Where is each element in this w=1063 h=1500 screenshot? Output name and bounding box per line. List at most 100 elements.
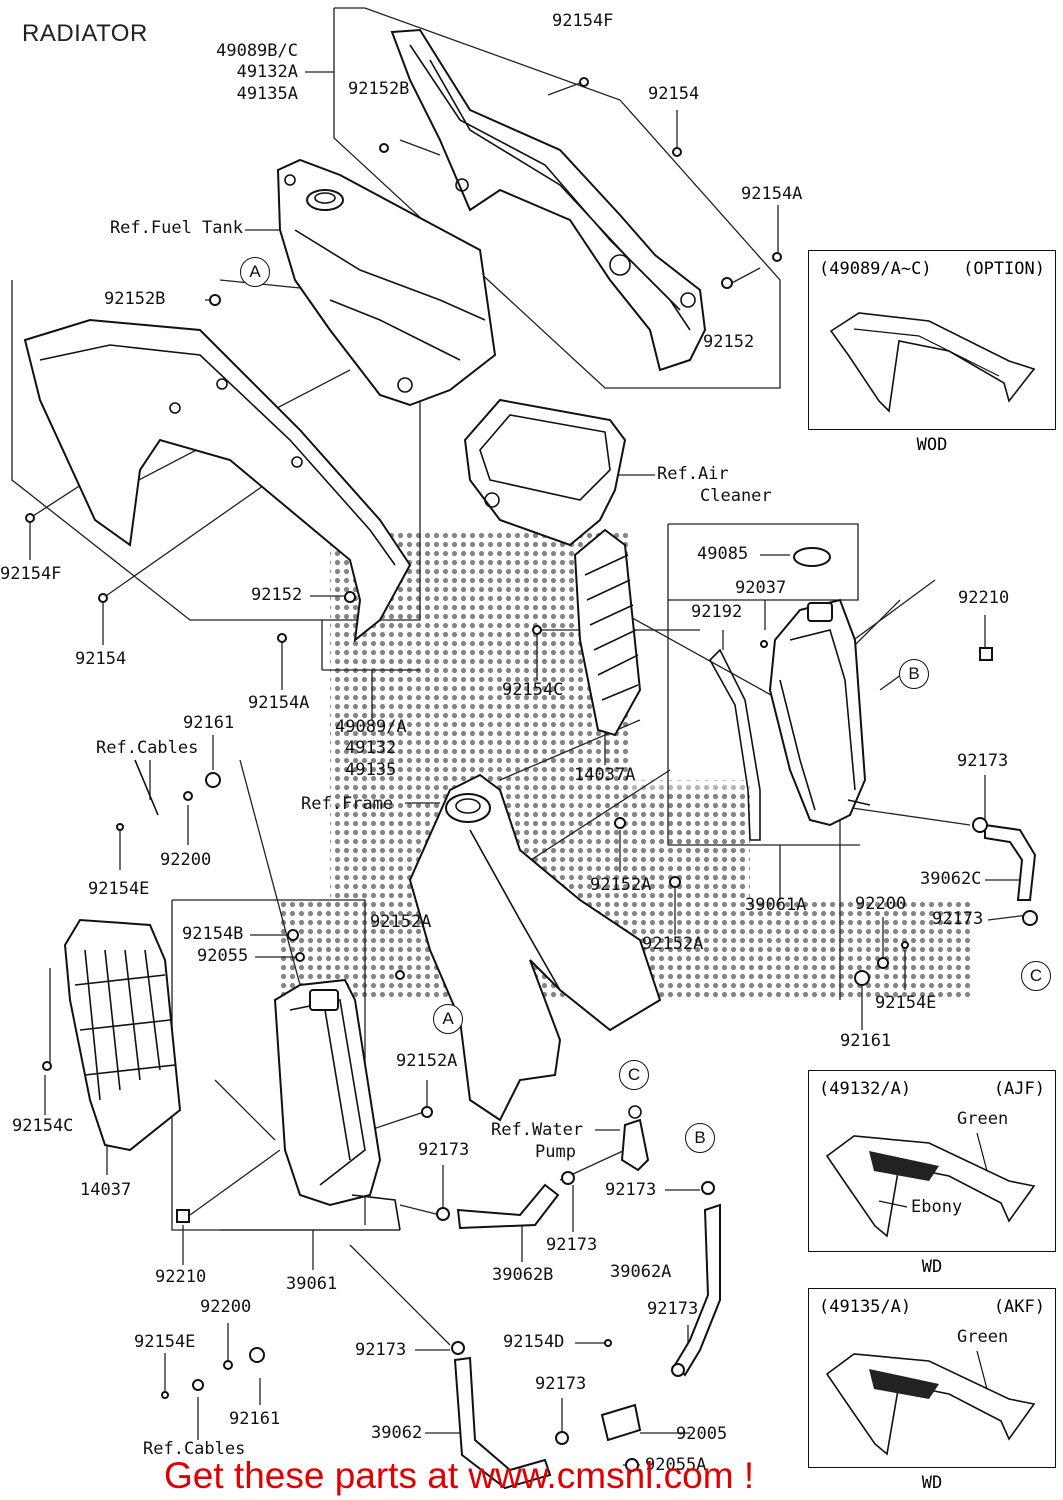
part-label: 49135A bbox=[236, 84, 298, 104]
inset-header: (49132/A) bbox=[819, 1079, 912, 1099]
callout-a: A bbox=[433, 1004, 463, 1034]
part-label: 92154C bbox=[12, 1116, 74, 1136]
part-label: 92192 bbox=[691, 602, 743, 622]
part-label: 92152A bbox=[642, 934, 704, 954]
part-label: 49085 bbox=[697, 544, 749, 564]
left-shroud bbox=[23, 318, 412, 643]
inset-caption: WD bbox=[921, 1473, 943, 1493]
water-pump-fitting bbox=[620, 1105, 650, 1172]
part-label: 92154 bbox=[75, 649, 127, 669]
part-label: 92154 bbox=[648, 84, 700, 104]
part-label: 92005 bbox=[676, 1424, 728, 1444]
joint-92005 bbox=[600, 1403, 642, 1442]
inset-header: (49135/A) bbox=[819, 1297, 912, 1317]
part-label: Ref.Cables bbox=[143, 1439, 246, 1459]
promo-link[interactable]: Get these parts at www.cmsnl.com ! bbox=[164, 1455, 755, 1496]
shroud-illustration bbox=[825, 1350, 1036, 1456]
inset-header-variant: (AJF) bbox=[993, 1079, 1045, 1099]
part-label: 92200 bbox=[855, 894, 907, 914]
inset-header: (49089/A~C) bbox=[819, 259, 932, 279]
callout-c: C bbox=[619, 1060, 649, 1090]
part-label: Ref.Water bbox=[491, 1120, 584, 1140]
part-label: Ref.Frame bbox=[301, 794, 394, 814]
part-label: 92152A bbox=[590, 875, 652, 895]
part-label: 92152 bbox=[251, 585, 303, 605]
part-label: 92154C bbox=[502, 680, 564, 700]
part-label: 92154B bbox=[182, 924, 244, 944]
part-label: 92173 bbox=[535, 1374, 587, 1394]
part-label: 92152A bbox=[370, 912, 432, 932]
inset-wod: (49089/A~C) (OPTION) WOD bbox=[808, 250, 1056, 455]
part-label: Pump bbox=[535, 1142, 576, 1162]
part-label: 14037A bbox=[574, 765, 636, 785]
fuel-tank bbox=[276, 158, 497, 407]
part-label: 92154F bbox=[0, 564, 62, 584]
color-label-ebony: Ebony bbox=[911, 1197, 963, 1217]
part-label: 92210 bbox=[958, 588, 1010, 608]
part-label: 92173 bbox=[355, 1340, 407, 1360]
part-label: 92152A bbox=[396, 1051, 458, 1071]
part-label: 92173 bbox=[647, 1299, 699, 1319]
callout-c: C bbox=[1021, 961, 1051, 991]
upper-shroud bbox=[390, 28, 707, 372]
part-label: 49132 bbox=[345, 738, 397, 758]
radiator-right bbox=[768, 547, 871, 827]
callout-a: A bbox=[240, 257, 270, 287]
hose-39062a bbox=[673, 1203, 721, 1377]
part-label: 39062B bbox=[492, 1265, 554, 1285]
part-label: 49089/A bbox=[335, 717, 407, 737]
hose-92192 bbox=[709, 648, 761, 841]
shroud-illustration bbox=[829, 312, 1036, 413]
part-label: 49089B/C bbox=[216, 41, 298, 61]
part-label: 92173 bbox=[605, 1180, 657, 1200]
inset-akf: (49135/A) (AKF) Green WD bbox=[808, 1288, 1056, 1493]
inset-ajf: (49132/A) (AJF) Green Ebony WD bbox=[808, 1070, 1056, 1277]
part-label: 92210 bbox=[155, 1267, 207, 1287]
part-label: 92161 bbox=[229, 1409, 281, 1429]
inset-header-option: (OPTION) bbox=[963, 259, 1045, 279]
inset-caption: WOD bbox=[916, 435, 948, 455]
radiator-guard-left bbox=[63, 918, 182, 1152]
page-title: RADIATOR bbox=[22, 20, 148, 47]
part-label: 92152B bbox=[104, 289, 166, 309]
part-label: 92055 bbox=[197, 946, 249, 966]
part-label: 92161 bbox=[840, 1031, 892, 1051]
part-label: 39062 bbox=[371, 1423, 423, 1443]
part-label: 92200 bbox=[160, 850, 212, 870]
part-label: 39061A bbox=[745, 895, 807, 915]
part-label: 92173 bbox=[932, 909, 984, 929]
part-label: 92154E bbox=[875, 993, 937, 1013]
part-label: 92173 bbox=[957, 751, 1009, 771]
part-label: 49132A bbox=[236, 62, 298, 82]
part-label: 92055A bbox=[645, 1455, 707, 1475]
part-label: 92037 bbox=[735, 578, 787, 598]
part-label: Ref.Air bbox=[657, 464, 729, 484]
part-label: 39062A bbox=[610, 1262, 672, 1282]
part-label: 92152 bbox=[703, 332, 755, 352]
hose-39062 bbox=[453, 1356, 552, 1490]
color-label-green: Green bbox=[957, 1327, 1009, 1347]
part-label: 39061 bbox=[286, 1274, 338, 1294]
part-label: 92173 bbox=[418, 1140, 470, 1160]
part-label: Cleaner bbox=[700, 486, 772, 506]
part-label: 39062C bbox=[920, 869, 982, 889]
callout-b: B bbox=[685, 1123, 715, 1153]
part-label: 92152B bbox=[348, 79, 410, 99]
part-label: Ref.Fuel Tank bbox=[109, 218, 243, 238]
part-label: 92173 bbox=[546, 1235, 598, 1255]
inset-header-variant: (AKF) bbox=[993, 1297, 1045, 1317]
part-label: 92154F bbox=[552, 11, 614, 31]
part-label: 92154D bbox=[503, 1332, 565, 1352]
hose-39062b bbox=[456, 1183, 560, 1230]
part-label: 92154A bbox=[248, 693, 310, 713]
callout-b: B bbox=[899, 659, 929, 689]
inset-caption: WD bbox=[921, 1257, 943, 1277]
part-label: 92200 bbox=[200, 1297, 252, 1317]
part-label: 92154A bbox=[741, 184, 803, 204]
part-label: 92161 bbox=[183, 713, 235, 733]
air-cleaner bbox=[463, 398, 627, 547]
part-label: Ref.Cables bbox=[96, 738, 199, 758]
fasteners bbox=[25, 77, 1038, 1472]
color-label-green: Green bbox=[957, 1109, 1009, 1129]
